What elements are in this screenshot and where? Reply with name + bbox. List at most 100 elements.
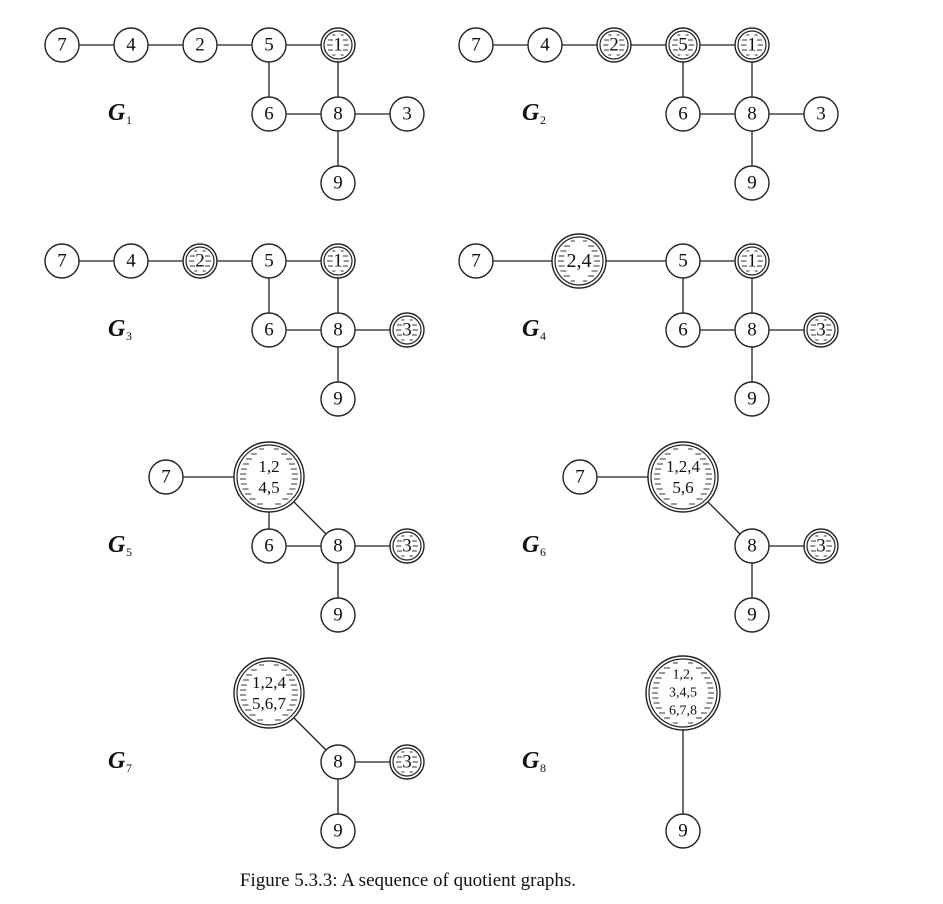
node-label: 9	[333, 605, 343, 626]
eliminated-node: 2	[182, 243, 218, 279]
eliminated-node: 1,2,4 5,6,7	[233, 657, 305, 729]
node-label: 3	[402, 752, 412, 773]
graph-node: 8	[320, 528, 356, 564]
graph-label: G	[108, 100, 126, 126]
node-label: 6	[264, 104, 274, 125]
graph-node: 5	[251, 27, 287, 63]
graph-node: 7	[44, 243, 80, 279]
node-label: 6	[678, 104, 688, 125]
graph-label: G	[108, 316, 126, 342]
graph-node: 9	[734, 165, 770, 201]
graph-node: 4	[113, 27, 149, 63]
node-label: 8	[333, 104, 343, 125]
eliminated-node: 1	[734, 243, 770, 279]
graph-node: 7	[44, 27, 80, 63]
graph-node: 8	[734, 312, 770, 348]
node-label: 3	[402, 320, 412, 341]
node-label: 1,2	[258, 457, 279, 476]
graph-label: G	[522, 748, 540, 774]
eliminated-node: 1	[734, 27, 770, 63]
graph-label-subscript: 1	[126, 113, 132, 127]
graph-label: G	[522, 532, 540, 558]
graph-node: 6	[251, 312, 287, 348]
graph-node: 9	[320, 381, 356, 417]
graph-node: 9	[320, 165, 356, 201]
graph-label-subscript: 3	[126, 329, 132, 343]
node-label: 5,6,7	[252, 694, 287, 713]
node-label: 7	[471, 35, 481, 56]
graph-node: 8	[734, 528, 770, 564]
graph-node: 3	[803, 96, 839, 132]
node-label: 8	[333, 752, 343, 773]
eliminated-node: 3	[803, 312, 839, 348]
eliminated-node: 1	[320, 243, 356, 279]
eliminated-node: 5	[665, 27, 701, 63]
node-label: 1,2,4	[252, 673, 287, 692]
node-label: 9	[333, 389, 343, 410]
eliminated-node: 2	[596, 27, 632, 63]
graph-node: 8	[320, 744, 356, 780]
eliminated-node: 2,4	[551, 233, 607, 289]
node-label: 3	[816, 320, 826, 341]
eliminated-node: 1,2,45,6	[647, 441, 719, 513]
node-label: 2	[195, 35, 205, 56]
node-label: 3	[402, 536, 412, 557]
node-label: 8	[747, 536, 757, 557]
node-label: 7	[161, 467, 171, 488]
graph-node: 9	[320, 597, 356, 633]
graph-node: 6	[665, 312, 701, 348]
graph-node: 5	[251, 243, 287, 279]
graph-node: 6	[665, 96, 701, 132]
graph-node: 7	[458, 243, 494, 279]
node-label: 4	[540, 35, 550, 56]
node-label: 5	[264, 35, 274, 56]
node-label: 9	[678, 821, 688, 842]
graph-node: 2	[182, 27, 218, 63]
node-label: 6	[264, 536, 274, 557]
eliminated-node: 3	[389, 528, 425, 564]
graph-node: 3	[389, 96, 425, 132]
graph-node: 4	[113, 243, 149, 279]
node-label: 1	[747, 35, 757, 56]
node-label: 6,7,8	[669, 704, 697, 719]
graph-label: G	[522, 100, 540, 126]
node-label: 8	[333, 320, 343, 341]
graph-label: G	[108, 748, 126, 774]
graph-node: 4	[527, 27, 563, 63]
graph-label-subscript: 7	[126, 761, 132, 775]
node-label: 9	[333, 821, 343, 842]
graph-label-subscript: 5	[126, 545, 132, 559]
node-label: 1	[333, 35, 343, 56]
node-label: 8	[747, 320, 757, 341]
graph-node: 6	[251, 528, 287, 564]
graph-label-subscript: 2	[540, 113, 546, 127]
node-label: 6	[678, 320, 688, 341]
node-label: 7	[471, 251, 481, 272]
graph-node: 8	[320, 312, 356, 348]
graph-node: 5	[665, 243, 701, 279]
graph-label-subscript: 4	[540, 329, 546, 343]
graph-node: 9	[734, 381, 770, 417]
graph-label: G	[108, 532, 126, 558]
node-label: 9	[333, 173, 343, 194]
node-label: 2	[609, 35, 619, 56]
node-label: 9	[747, 173, 757, 194]
node-label: 5	[678, 251, 688, 272]
node-label: 7	[57, 251, 67, 272]
node-label: 3	[402, 104, 412, 125]
node-label: 4	[126, 251, 136, 272]
graph-label-subscript: 8	[540, 761, 546, 775]
node-label: 8	[747, 104, 757, 125]
node-label: 6	[264, 320, 274, 341]
node-label: 1	[333, 251, 343, 272]
eliminated-node: 1,2,3,4,56,7,8	[645, 655, 721, 731]
eliminated-node: 3	[389, 312, 425, 348]
